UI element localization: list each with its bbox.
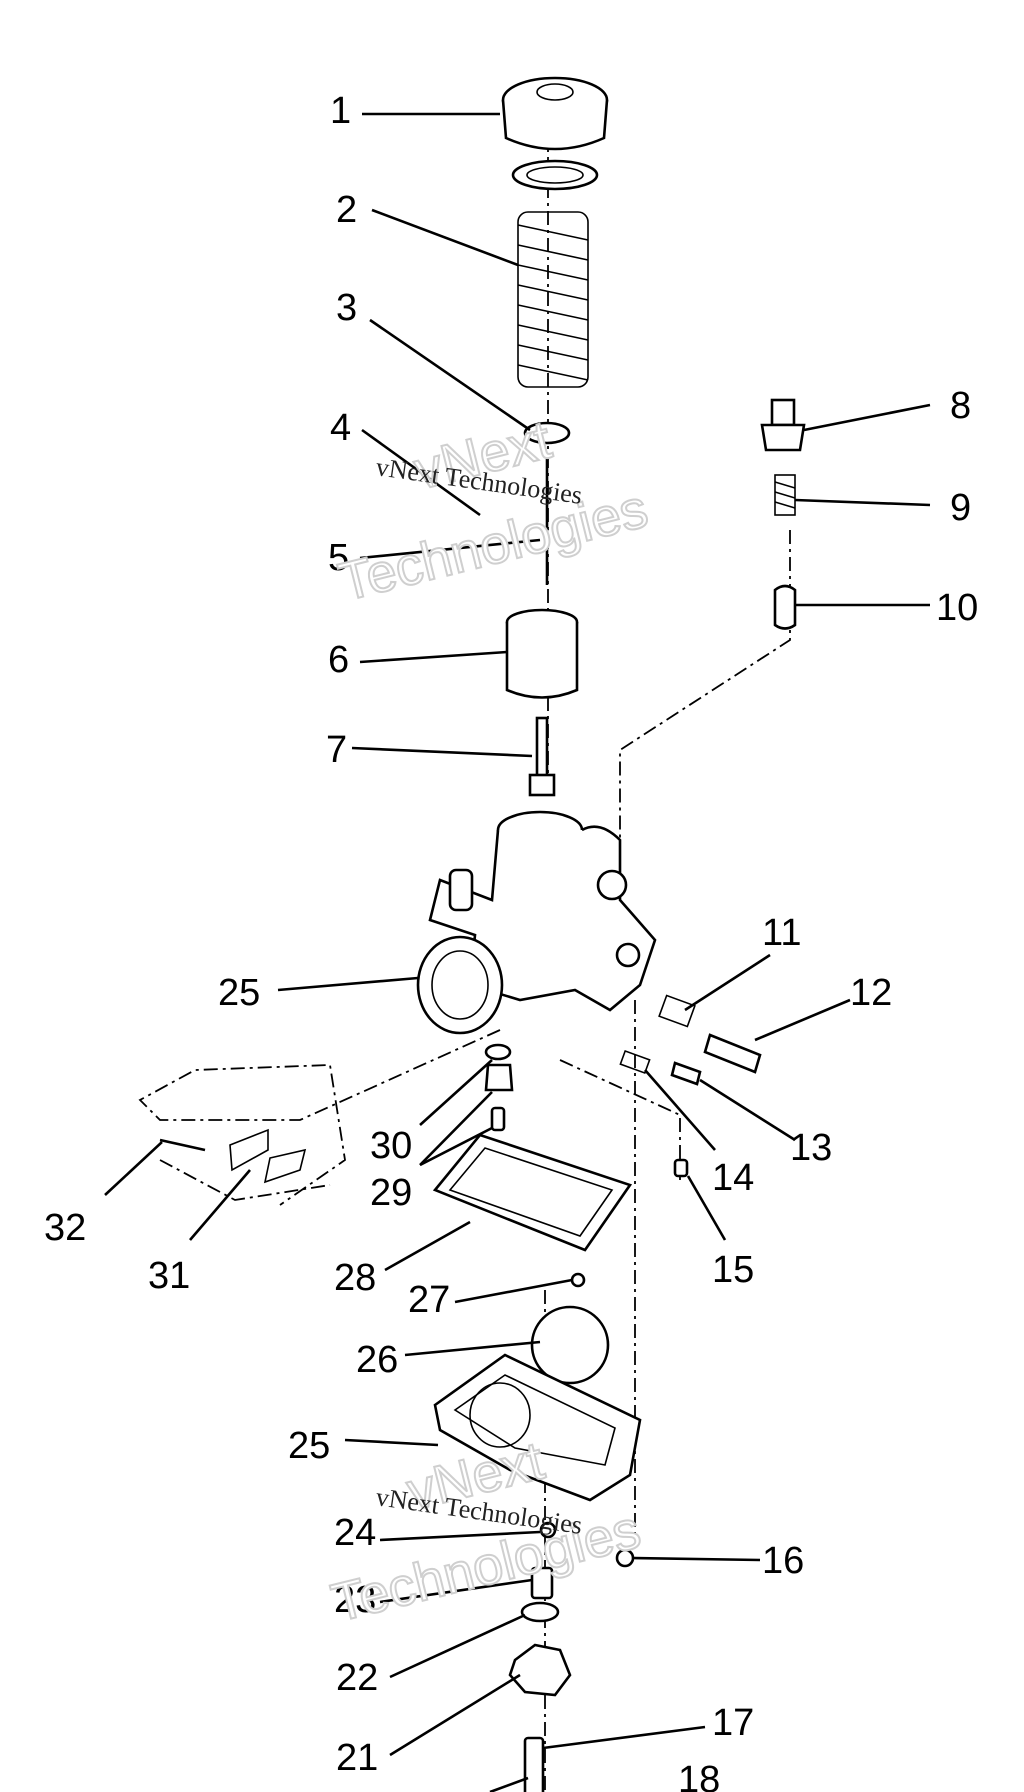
part-29-jet [484,1063,514,1132]
callout-24: 24 [334,1512,376,1554]
callout-25-carb-body: 25 [218,972,260,1014]
callout-labels: 1 2 3 4 5 6 7 8 9 10 11 12 13 14 15 16 1… [44,90,978,1792]
callout-26: 26 [356,1339,398,1381]
callout-21: 21 [336,1737,378,1779]
callout-32: 32 [44,1207,86,1249]
watermark-top: vNext Technologies [332,409,654,614]
callout-6: 6 [328,639,349,681]
part-13-screw [670,1061,702,1086]
callout-27: 27 [408,1279,450,1321]
part-6-throttle-valve [505,608,579,699]
callout-5: 5 [328,537,349,579]
part-3-clip [523,421,571,445]
callout-1: 1 [330,90,351,132]
callout-11: 11 [762,912,801,954]
callout-15: 15 [712,1249,754,1291]
part-9-spring [774,474,796,516]
part-17-tube [523,1736,545,1792]
part-8-fitting [760,398,806,452]
part-26-float [530,1305,610,1385]
part-7-needle-jet [528,716,556,797]
part-2-spring [517,211,589,388]
part-15-plug [673,1158,689,1178]
part-washer [511,159,599,191]
carburetor-body [416,810,657,1035]
part-14-spring [619,1049,651,1075]
part-27-needle-valve [570,1272,586,1288]
callout-14: 14 [712,1157,754,1199]
part-24-jet [539,1521,557,1539]
part-10-plunger [773,584,797,630]
callout-4: 4 [330,407,351,449]
part-30-washer [484,1043,512,1061]
callout-29: 29 [370,1172,412,1214]
callout-25-float-bowl: 25 [288,1425,330,1467]
callout-18: 18 [678,1759,720,1792]
callout-16: 16 [762,1540,804,1582]
watermark-top-big-2: Technologies [333,478,653,612]
callout-12: 12 [850,972,892,1014]
leader-lines [104,112,931,1792]
part-28-gasket [432,1133,633,1252]
part-31-32-float-pin [159,1128,307,1184]
part-23-main-jet [530,1566,554,1600]
callout-10: 10 [936,587,978,629]
callout-8: 8 [950,385,971,427]
callout-23: 23 [334,1579,376,1621]
callout-22: 22 [336,1657,378,1699]
callout-30: 30 [370,1125,412,1167]
callout-17: 17 [712,1702,754,1744]
part-12-screw [703,1033,762,1074]
callout-9: 9 [950,487,971,529]
callout-31: 31 [148,1255,190,1297]
callout-13: 13 [790,1127,832,1169]
part-25-float-bowl [433,1353,642,1502]
part-11-spring [658,994,696,1028]
part-1-cap [501,76,609,151]
part-21-plug [508,1643,572,1697]
callout-3: 3 [336,287,357,329]
callout-7: 7 [326,729,347,771]
callout-28: 28 [334,1257,376,1299]
callout-2: 2 [336,189,357,231]
part-22-washer [520,1601,560,1623]
